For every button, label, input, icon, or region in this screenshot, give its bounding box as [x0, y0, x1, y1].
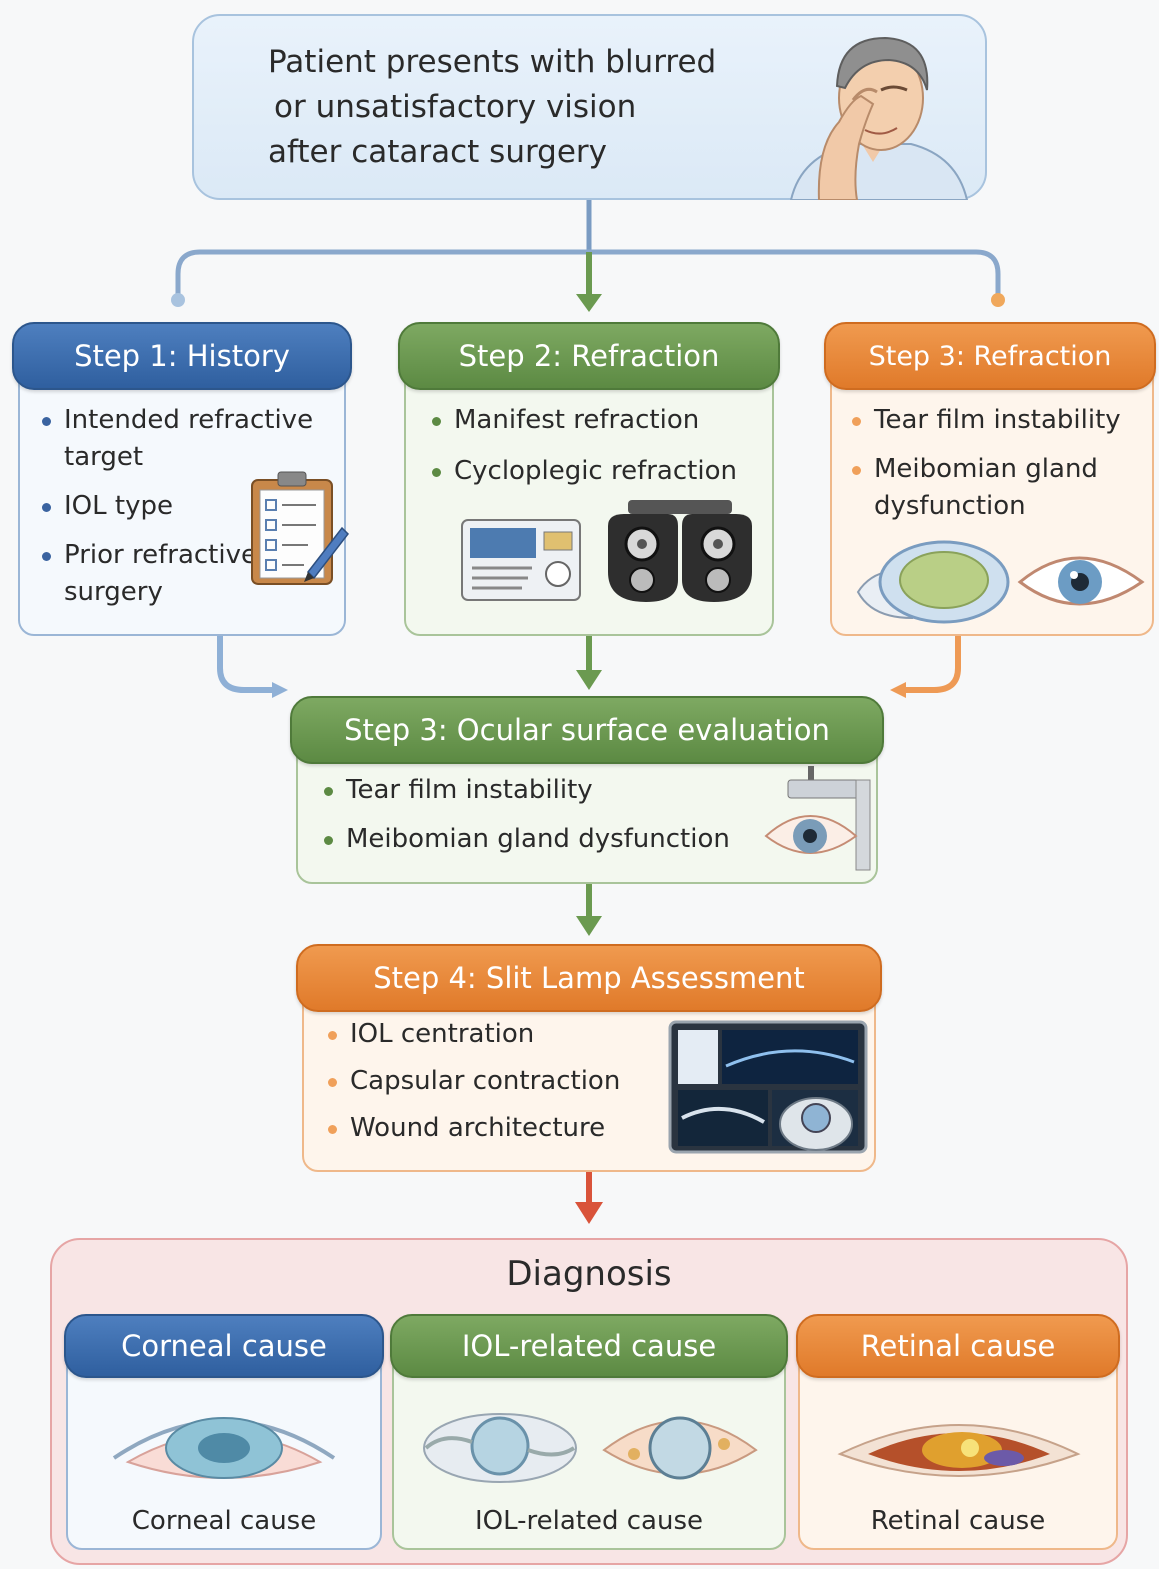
step3b-header: Step 3: Ocular surface evaluation — [290, 696, 884, 764]
step3b-item-tear-film: Tear film instability — [318, 772, 778, 809]
diagnosis-title: Diagnosis — [506, 1254, 672, 1294]
connector-right-branch — [589, 249, 1001, 296]
patient-rubbing-eye-illustration — [789, 36, 969, 200]
intro-line-1: Patient presents with blurred — [268, 44, 717, 80]
retinal-cause-caption: Retinal cause — [870, 1506, 1046, 1536]
step1-item-prior-surgery: Prior refractive surgery — [36, 537, 264, 611]
connector-right-dot — [991, 293, 1005, 307]
iol-related-cause-header: IOL-related cause — [390, 1314, 788, 1378]
step4-item-wound: Wound architecture — [322, 1110, 662, 1147]
corneal-cause-caption: Corneal cause — [131, 1506, 317, 1536]
step3a-item-tear-film: Tear film instability — [846, 402, 1152, 439]
slit-lamp-eye-icon — [764, 766, 871, 871]
step4-item-iol-centration: IOL centration — [322, 1016, 662, 1053]
step1-item-iol-type: IOL type — [36, 488, 326, 525]
patient-presentation-text: Patient presents with blurred or unsatis… — [268, 40, 716, 175]
step3b-list: Tear film instability Meibomian gland dy… — [318, 772, 778, 858]
iol-lens-illustration — [423, 1413, 758, 1483]
arrow-step4-to-diagnosis — [575, 1202, 603, 1224]
oct-monitor-icon — [668, 1020, 868, 1154]
step1-history-card: Step 1: History Intended refractive targ… — [12, 322, 352, 636]
clipboard-icon — [251, 471, 349, 585]
step2-item-cycloplegic: Cycloplegic refraction — [426, 453, 766, 490]
phoropter-icon — [608, 500, 752, 602]
arrow-step3b-to-step4 — [576, 916, 602, 936]
arrow-step2-to-step3b — [576, 670, 602, 690]
step3a-header: Step 3: Refraction — [824, 322, 1156, 390]
step1-header: Step 1: History — [12, 322, 352, 390]
arrow-step3a-to-step3b — [890, 682, 906, 698]
iol-related-cause-card: IOL-related cause IOL-related cause — [390, 1314, 788, 1550]
step2-item-manifest: Manifest refraction — [426, 402, 766, 439]
patient-presentation-box: Patient presents with blurred or unsatis… — [192, 14, 987, 200]
autorefractor-screen-icon — [461, 519, 581, 601]
step1-item-intended-target: Intended refractive target — [36, 402, 326, 476]
intro-line-3: after cataract surgery — [268, 134, 608, 170]
step2-refraction-card: Step 2: Refraction Manifest refraction C… — [398, 322, 780, 636]
retina-illustration — [837, 1424, 1081, 1477]
step4-item-capsular: Capsular contraction — [322, 1063, 662, 1100]
arrow-step1-to-step3b — [272, 682, 288, 698]
corneal-cause-card: Corneal cause Corneal cause — [64, 1314, 384, 1550]
connector-left-dot — [171, 293, 185, 307]
iol-related-cause-caption: IOL-related cause — [474, 1506, 704, 1536]
step2-header: Step 2: Refraction — [398, 322, 780, 390]
connector-left-branch — [175, 249, 589, 296]
retinal-cause-card: Retinal cause Retinal cause — [796, 1314, 1120, 1550]
step2-list: Manifest refraction Cycloplegic refracti… — [426, 402, 766, 490]
step3a-list: Tear film instability Meibomian gland dy… — [846, 402, 1152, 525]
step4-header: Step 4: Slit Lamp Assessment — [296, 944, 882, 1012]
step3-ocular-surface-card: Step 3: Ocular surface evaluation Tear f… — [290, 696, 884, 884]
eye-surface-illustration — [856, 540, 1145, 624]
step3-refraction-card: Step 3: Refraction Tear film instability… — [824, 322, 1156, 636]
step3b-item-meibomian: Meibomian gland dysfunction — [318, 821, 778, 858]
step3a-item-meibomian: Meibomian gland dysfunction — [846, 451, 1152, 525]
intro-line-2: or unsatisfactory vision — [274, 89, 637, 125]
diagnosis-box: Diagnosis Corneal cause Corneal cause IO… — [50, 1238, 1128, 1565]
connector-step1-to-step3b — [217, 636, 274, 693]
cornea-illustration — [112, 1417, 336, 1479]
corneal-cause-header: Corneal cause — [64, 1314, 384, 1378]
connector-step3a-to-step3b — [904, 636, 961, 693]
arrow-to-step2 — [576, 294, 602, 312]
step4-list: IOL centration Capsular contraction Woun… — [322, 1016, 662, 1147]
step1-list: Intended refractive target IOL type Prio… — [36, 402, 326, 611]
step4-slit-lamp-card: Step 4: Slit Lamp Assessment IOL centrat… — [296, 944, 882, 1172]
retinal-cause-header: Retinal cause — [796, 1314, 1120, 1378]
